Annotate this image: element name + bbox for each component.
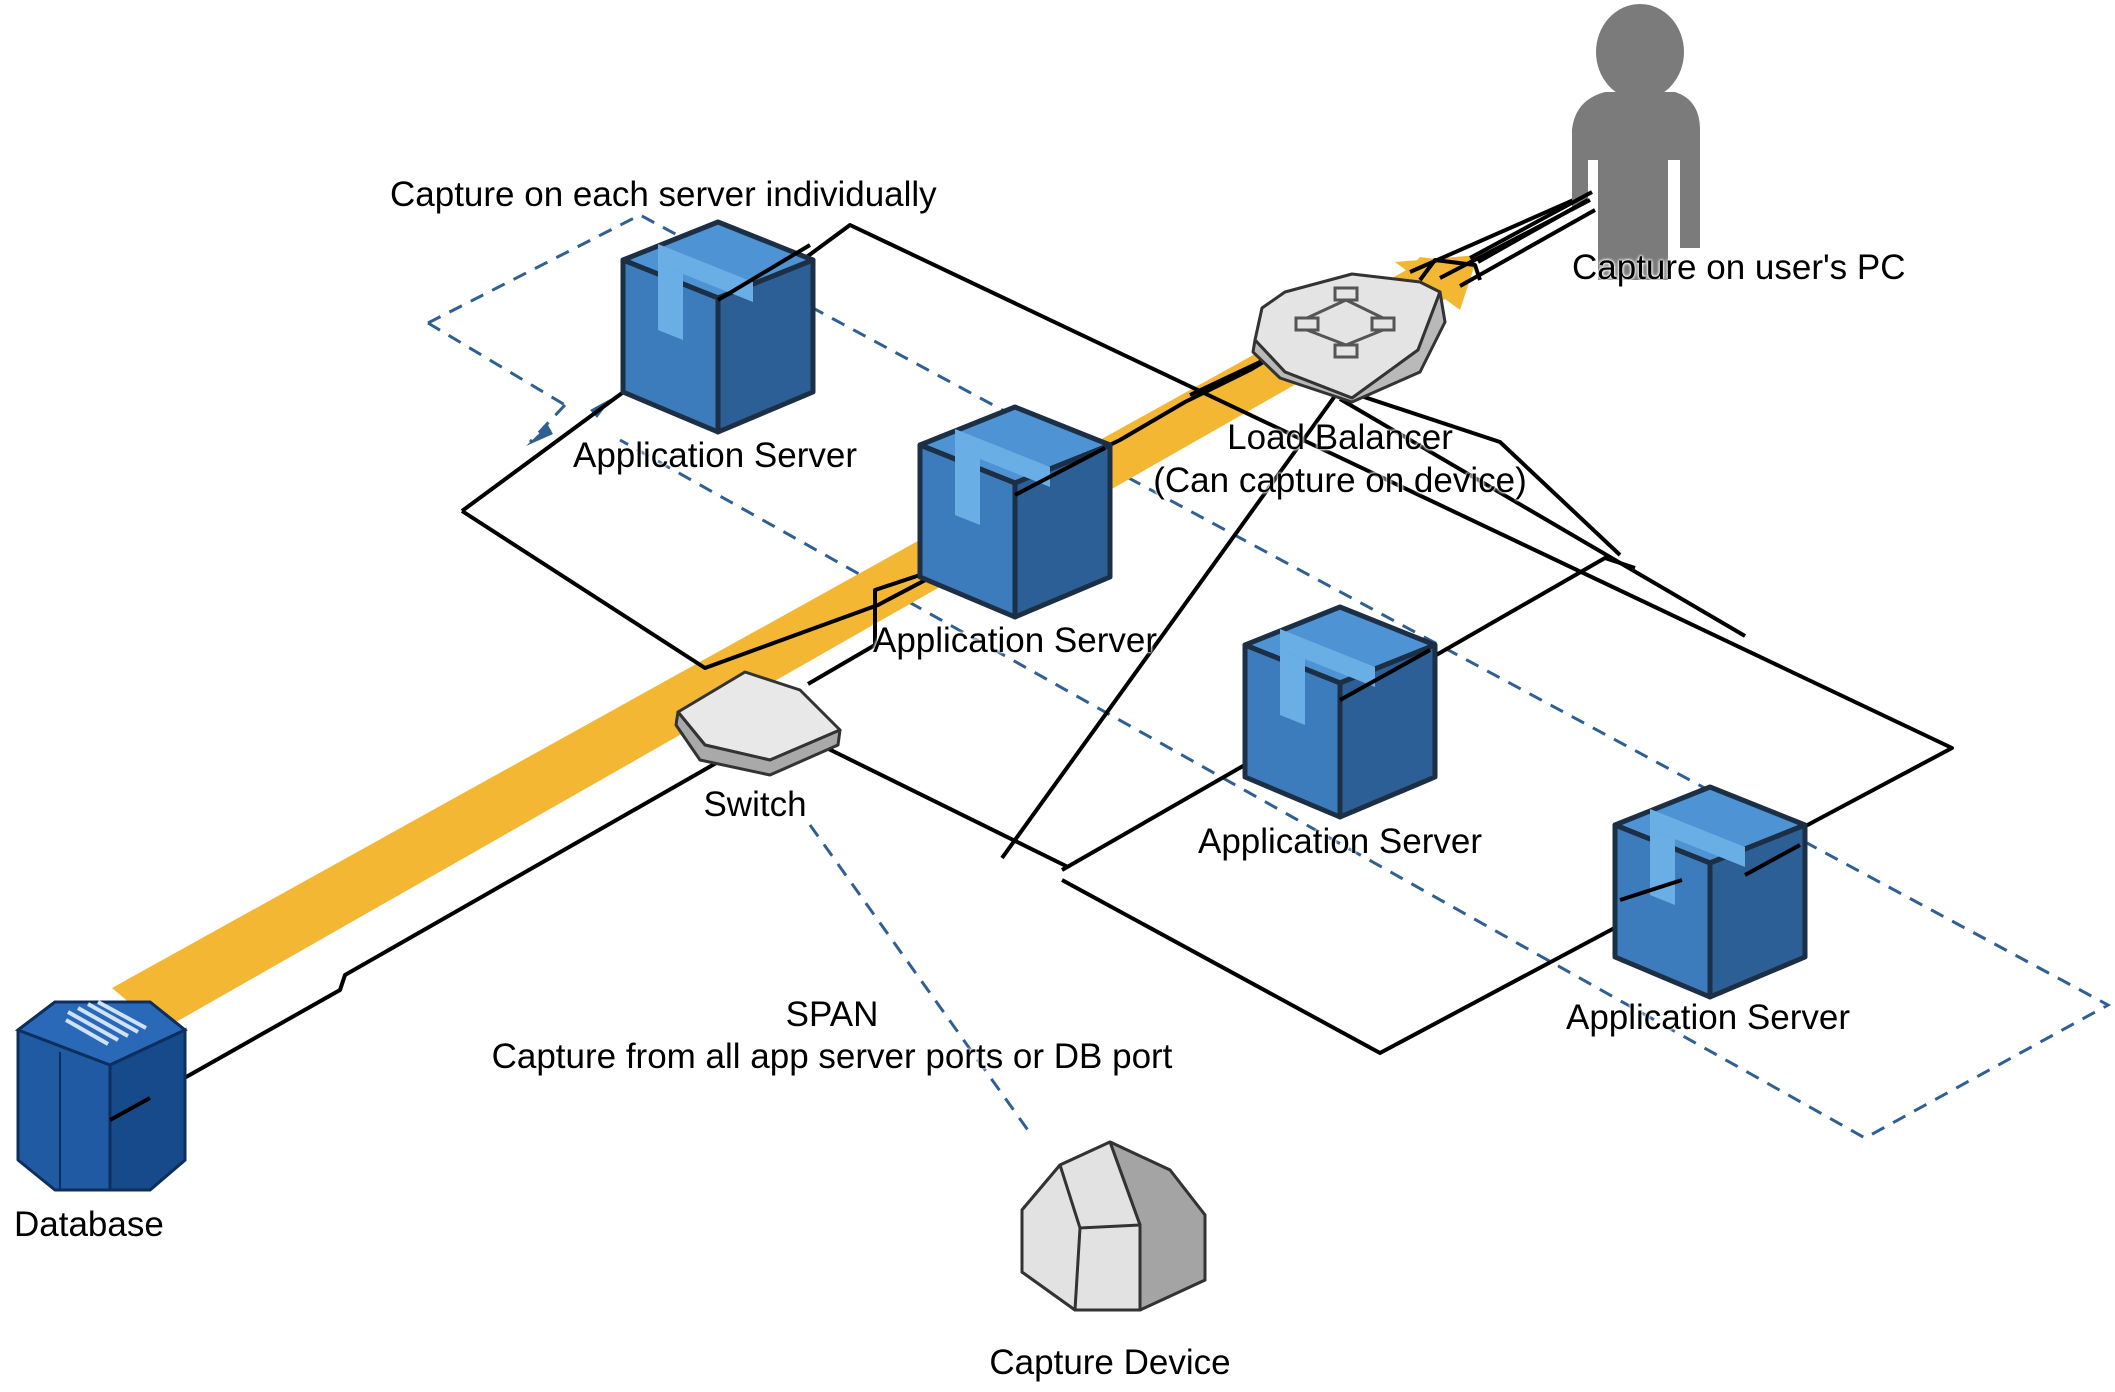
capture-device-icon[interactable] — [1020, 1140, 1207, 1312]
traffic-path — [112, 257, 1465, 1030]
application-server-1[interactable] — [623, 222, 813, 432]
load-balancer-note: (Can capture on device) — [1153, 461, 1527, 500]
application-server-2-label: Application Server — [872, 621, 1158, 660]
capture-users-pc-label: Capture on user's PC — [1572, 248, 1906, 287]
capture-device-label: Capture Device — [989, 1343, 1231, 1382]
server-wire-stubs — [716, 243, 1801, 902]
database-label: Database — [14, 1205, 164, 1244]
load-balancer-label: Load Balancer — [1227, 418, 1453, 457]
capture-each-server-label: Capture on each server individually — [390, 175, 937, 214]
span-description: Capture from all app server ports or DB … — [491, 1037, 1173, 1076]
switch-label: Switch — [703, 785, 807, 824]
user-silhouette-icon[interactable] — [1469, 4, 1700, 280]
database-icon[interactable] — [14, 1000, 188, 1192]
load-balancer-icon[interactable] — [1251, 272, 1447, 404]
span-title: SPAN — [785, 995, 879, 1034]
application-server-4-label: Application Server — [1565, 998, 1851, 1037]
network-switch-icon[interactable] — [674, 670, 842, 777]
application-server-3-label: Application Server — [1197, 822, 1483, 861]
application-server-2[interactable] — [920, 407, 1110, 617]
application-server-1-label: Application Server — [572, 436, 858, 475]
application-server-3[interactable] — [1245, 607, 1435, 817]
span-link — [808, 824, 1032, 1134]
